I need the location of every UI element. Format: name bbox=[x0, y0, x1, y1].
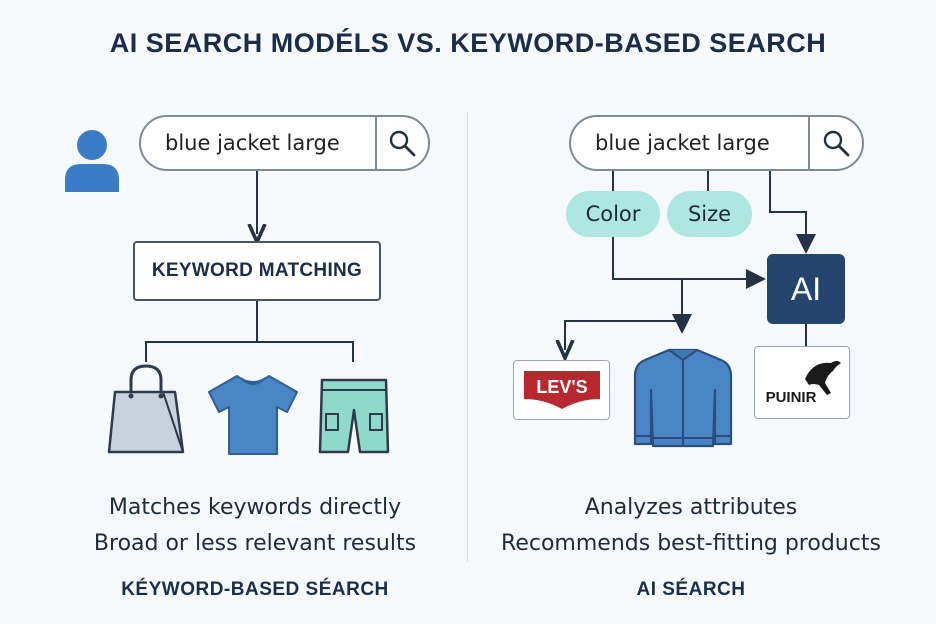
puma-logo-text: PUINIR bbox=[766, 389, 817, 406]
ai-box: AI bbox=[767, 254, 845, 324]
section-divider bbox=[467, 112, 468, 562]
arrow-to-levis bbox=[565, 320, 682, 350]
levis-brand-card: LEV'S bbox=[513, 360, 610, 420]
right-search-query: blue jacket large bbox=[595, 131, 770, 155]
search-icon[interactable] bbox=[387, 128, 417, 158]
left-footer-label: KÉYWORD-BASED SÉARCH bbox=[121, 579, 389, 600]
right-caption-line1: Analyzes attributes bbox=[584, 495, 798, 520]
keyword-matching-box: KEYWORD MATCHING bbox=[133, 241, 381, 301]
left-caption-line2: Broad or less relevant results bbox=[93, 531, 417, 556]
keyword-to-products-lines bbox=[145, 301, 354, 362]
left-caption-line1: Matches keywords directly bbox=[108, 495, 402, 520]
left-search-query: blue jacket large bbox=[165, 131, 340, 155]
page-title: AI SEARCH MODÉLS VS. KEYWORD-BASED SEARC… bbox=[109, 28, 827, 58]
levis-logo: LEV'S bbox=[524, 371, 600, 409]
user-icon bbox=[65, 130, 119, 192]
right-footer-label: AI SÉARCH bbox=[636, 579, 746, 600]
arrow-search-to-ai bbox=[769, 171, 816, 254]
t-shirt-icon bbox=[208, 375, 298, 455]
attribute-pill-size: Size bbox=[667, 191, 752, 237]
jacket-icon bbox=[633, 348, 733, 448]
levis-logo-text: LEV'S bbox=[536, 377, 587, 397]
arrow-color-to-ai bbox=[612, 237, 766, 289]
puma-brand-card: PUINIR bbox=[754, 346, 850, 419]
right-caption-line2: Recommends best-fitting products bbox=[501, 531, 881, 556]
left-search-bar[interactable]: blue jacket large bbox=[139, 115, 430, 171]
shorts-icon bbox=[318, 378, 390, 454]
search-separator bbox=[375, 117, 377, 169]
right-search-bar[interactable]: blue jacket large bbox=[569, 115, 864, 171]
puma-logo: PUINIR bbox=[766, 361, 841, 406]
search-icon[interactable] bbox=[821, 128, 851, 158]
search-separator bbox=[808, 117, 810, 169]
attribute-pill-color: Color bbox=[566, 191, 660, 237]
shopping-bag-icon bbox=[107, 364, 185, 454]
